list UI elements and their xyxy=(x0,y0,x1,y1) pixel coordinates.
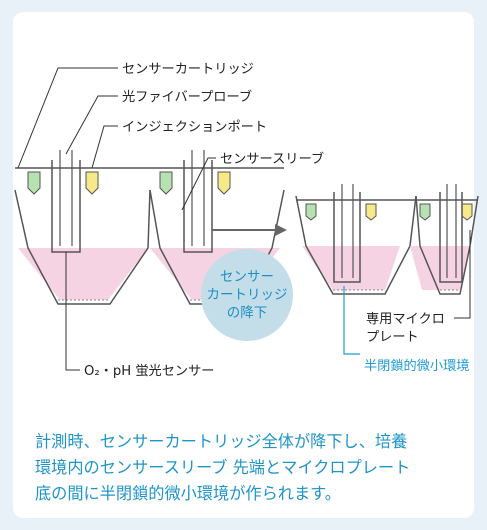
label-sensor-cartridge: センサーカートリッジ xyxy=(122,62,254,77)
fiber-probe xyxy=(341,184,354,278)
caption-line: 環境内のセンサースリーブ 先端とマイクロプレート xyxy=(35,458,411,477)
well-outline xyxy=(295,195,417,295)
lowering-circle xyxy=(201,249,293,341)
circle-text-line1: センサー xyxy=(220,269,274,285)
injection-port-green xyxy=(419,203,431,221)
fiber-probe xyxy=(59,150,73,246)
leader-o2-ph-sensor xyxy=(65,252,80,371)
label-o2-ph-sensor: O₂・pH 蛍光センサー xyxy=(84,363,214,379)
sensor-sleeve xyxy=(439,192,463,283)
injection-port-green xyxy=(305,203,317,221)
label-microplate-line2: プレート xyxy=(366,329,419,345)
arrow-head xyxy=(275,224,287,236)
well-outline xyxy=(14,189,151,305)
sensor-cartridge-diagram: センサー カートリッジ の降下 xyxy=(14,62,479,379)
injection-port-green xyxy=(159,171,173,195)
injection-port-yellow xyxy=(85,171,99,195)
injection-port-green xyxy=(27,171,41,195)
injection-port-yellow xyxy=(365,203,377,221)
sensor-sleeve xyxy=(51,160,81,253)
circle-text-line3: の降下 xyxy=(227,305,268,321)
circle-text-line2: カートリッジ xyxy=(207,287,288,303)
leader-fiber-probe xyxy=(65,95,118,155)
label-microplate-line1: 専用マイクロ xyxy=(366,311,445,327)
fiber-probe xyxy=(446,184,457,278)
well-outline xyxy=(415,195,479,295)
caption: 計測時、センサーカートリッジ全体が降下し、培養 環境内のセンサースリーブ 先端と… xyxy=(35,429,465,507)
leader-microplate xyxy=(454,230,471,319)
well-medium xyxy=(18,248,148,300)
leader-sensor-sleeve xyxy=(181,157,216,211)
leader-sensor-cartridge xyxy=(17,67,118,169)
label-fiber-probe: 光ファイバープローブ xyxy=(122,88,252,105)
label-injection-port: インジェクションポート xyxy=(122,119,267,135)
injection-port-yellow xyxy=(217,171,231,195)
caption-line: 計測時、センサーカートリッジ全体が降下し、培養 xyxy=(35,432,408,451)
label-sensor-sleeve: センサースリーブ xyxy=(220,150,324,167)
leader-microenvironment xyxy=(343,286,360,355)
well-medium xyxy=(302,246,400,290)
injection-port-yellow xyxy=(461,203,473,221)
caption-line: 底の間に半閉鎖的微小環境が作られます。 xyxy=(35,484,341,503)
right-plate-after-lowering xyxy=(295,184,479,295)
label-microenvironment: 半閉鎖的微小環境 xyxy=(364,358,470,374)
leader-injection-port xyxy=(91,125,118,169)
sensor-sleeve xyxy=(183,160,213,253)
fiber-probe xyxy=(191,150,205,246)
sensor-sleeve xyxy=(333,192,361,283)
